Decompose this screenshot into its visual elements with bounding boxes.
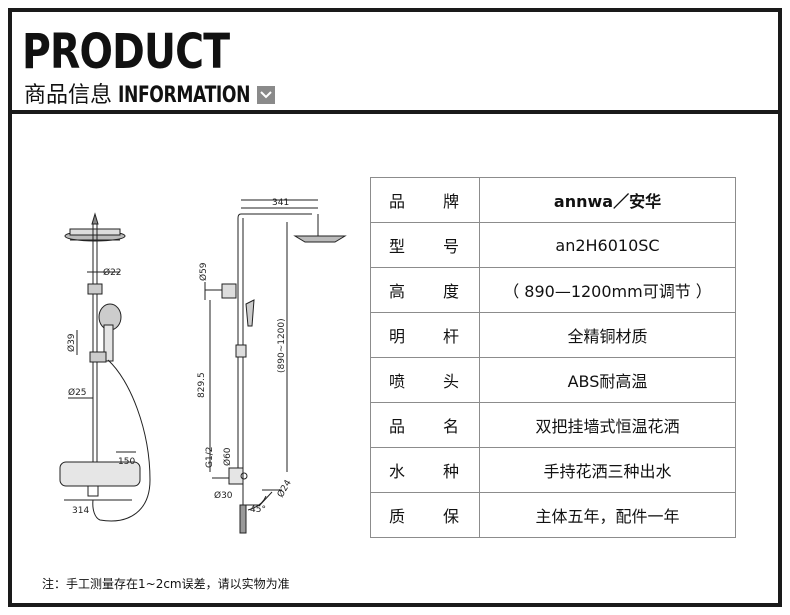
spec-value: 手持花洒三种出水 bbox=[479, 447, 736, 493]
spec-row: 明杆 全精铜材质 bbox=[370, 312, 736, 358]
dim-24-label: Ø24 bbox=[275, 478, 294, 500]
spec-row: 喷头 ABS耐高温 bbox=[370, 357, 736, 403]
spec-row: 品牌 annwa／安华 bbox=[370, 177, 736, 223]
spec-row: 水种 手持花洒三种出水 bbox=[370, 447, 736, 493]
spec-key: 品名 bbox=[370, 402, 480, 448]
spec-key: 型号 bbox=[370, 222, 480, 268]
subtitle-cn: 商品信息 bbox=[24, 83, 113, 108]
spec-value: 主体五年，配件一年 bbox=[479, 492, 736, 538]
dim-341-label: 341 bbox=[272, 198, 289, 208]
spec-key: 质保 bbox=[370, 492, 480, 538]
spec-key: 高度 bbox=[370, 267, 480, 313]
dim-8295-label: 829.5 bbox=[197, 372, 207, 398]
dim-30-label: Ø30 bbox=[214, 490, 233, 501]
spec-table: 品牌 annwa／安华 型号 an2H6010SC 高度 （ 890—1200m… bbox=[370, 177, 736, 538]
dim-45-label: 45° bbox=[250, 505, 266, 515]
spec-row: 质保 主体五年，配件一年 bbox=[370, 492, 736, 538]
dim-25-label: Ø25 bbox=[68, 387, 87, 398]
header-divider bbox=[8, 110, 782, 114]
page-title: PRODUCT bbox=[22, 24, 230, 80]
dim-60-label: Ø60 bbox=[222, 447, 233, 466]
page-frame bbox=[8, 8, 782, 607]
dim-22-label: Ø22 bbox=[103, 267, 122, 278]
dim-59-label: Ø59 bbox=[198, 262, 209, 281]
spec-row: 高度 （ 890—1200mm可调节 ） bbox=[370, 267, 736, 313]
spec-key: 水种 bbox=[370, 447, 480, 493]
spec-key: 品牌 bbox=[370, 177, 480, 223]
spec-key: 明杆 bbox=[370, 312, 480, 358]
dim-314-label: 314 bbox=[72, 506, 89, 516]
dim-150-label: 150 bbox=[118, 457, 135, 467]
spec-key: 喷头 bbox=[370, 357, 480, 403]
dim-range-label: (890~1200) bbox=[277, 318, 287, 373]
spec-value: annwa／安华 bbox=[479, 177, 736, 223]
subtitle-en: INFORMATION bbox=[118, 83, 251, 108]
spec-value: ABS耐高温 bbox=[479, 357, 736, 403]
spec-value: 全精铜材质 bbox=[479, 312, 736, 358]
dim-g12-label: G1/2 bbox=[205, 447, 215, 468]
top-border bbox=[8, 8, 782, 12]
chevron-down-icon bbox=[257, 86, 275, 104]
spec-row: 品名 双把挂墙式恒温花洒 bbox=[370, 402, 736, 448]
spec-value: （ 890—1200mm可调节 ） bbox=[479, 267, 736, 313]
dim-39-label: Ø39 bbox=[66, 333, 77, 352]
spec-value: an2H6010SC bbox=[479, 222, 736, 268]
disclaimer-note: 注：手工测量存在1~2cm误差，请以实物为准 bbox=[42, 577, 290, 591]
spec-value: 双把挂墙式恒温花洒 bbox=[479, 402, 736, 448]
spec-row: 型号 an2H6010SC bbox=[370, 222, 736, 268]
